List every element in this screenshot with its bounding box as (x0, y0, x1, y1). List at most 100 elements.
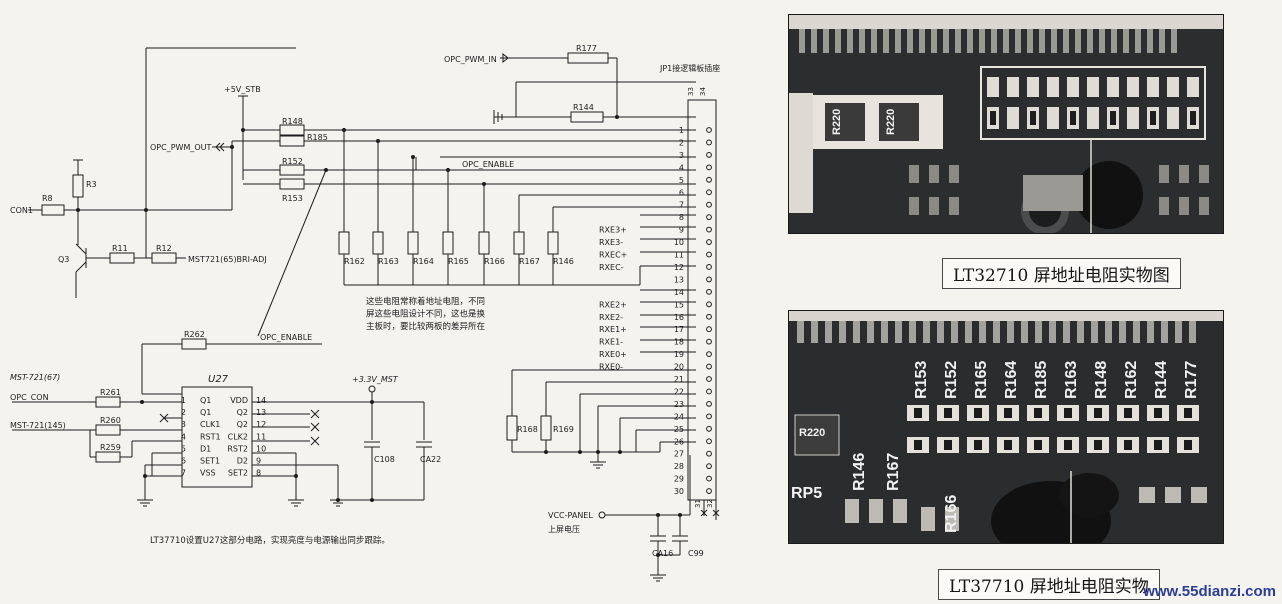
connector-pin-circle (706, 401, 712, 407)
label-mst145: MST-721(145) (10, 421, 66, 430)
address-resistor-note-line: 屏这些电阻设计不同，这也是换 (366, 309, 486, 320)
address-resistor-note: 这些电阻常称着地址电阻，不同屏这些电阻设计不同，这也是换主板时，要比较两板的差异… (366, 296, 486, 332)
label-opc-enable-bottom: OPC_ENABLE (260, 333, 312, 342)
resistor-r12: R12 (156, 244, 172, 253)
connector-pin-number: 30 (674, 487, 684, 496)
resistor-r262: R262 (184, 330, 205, 339)
u27-right-pin-name: VDD (230, 396, 248, 405)
resistor-r185: R185 (307, 133, 328, 142)
address-resistor-note-line: 这些电阻常称着地址电阻，不同 (366, 296, 485, 307)
connector-top-pin-number: 33 (687, 87, 695, 96)
connector-pin-circle (706, 189, 712, 196)
connector-bottom-pin-number: 31 (694, 499, 702, 508)
connector-pin-circle (706, 201, 712, 208)
u27-left-pin-name: VSS (200, 469, 216, 478)
junction-dots (76, 115, 682, 557)
photo-bottom-label-r153: R153 (913, 360, 930, 399)
connector-pin-number: 1 (679, 126, 684, 135)
u27-left-pin-number: 4 (181, 432, 186, 441)
u27-right-pin-number: 11 (256, 432, 266, 441)
connector-pin-circle (706, 413, 712, 420)
lvds-signal-labels: RXE3+RXE3-RXEC+RXEC-RXE2+RXE2-RXE1+RXE1-… (599, 226, 627, 372)
connector-pin-circle (706, 164, 712, 171)
connector-pin-number: 27 (674, 450, 684, 459)
resistor-r166: R166 (484, 257, 505, 266)
lvds-signal-label: RXE2+ (599, 300, 627, 309)
photo-lt32710: R220 R220 (788, 14, 1224, 234)
photo-lt37710: R153 R152 R165 R164 R185 R163 R148 R162 … (788, 310, 1224, 544)
u27-left-pin-number: 2 (181, 408, 186, 417)
lvds-signal-label: RXE1- (599, 338, 623, 347)
photo-top-label-2: R220 (885, 108, 897, 135)
label-opc-pwm-out: OPC_PWM_OUT (150, 143, 211, 152)
resistor-r148: R148 (282, 117, 303, 126)
lvds-signal-label: RXE3- (599, 238, 623, 247)
u27-right-pin-number: 10 (256, 444, 266, 453)
connector-pin-number: 28 (674, 462, 684, 471)
label-jp1: JP1接逻辑板插座 (659, 63, 720, 73)
resistor-r3: R3 (86, 180, 97, 189)
connector-pin-circle (706, 463, 712, 470)
u27-left-pin-number: 3 (181, 420, 186, 429)
resistor-r144: R144 (573, 103, 594, 112)
connector-pin-circle (706, 251, 712, 258)
connector-pin-number: 10 (674, 238, 684, 247)
u27-right-pin-number: 13 (256, 408, 266, 417)
u27-right-pin-name: SET2 (228, 469, 248, 478)
photo-top-label-1: R220 (831, 108, 843, 135)
resistor-r8: R8 (42, 194, 53, 203)
u27-right-pin-name: CLK2 (228, 432, 248, 441)
connector-pin-number: 20 (674, 363, 684, 372)
resistor-r153: R153 (282, 194, 303, 203)
capacitor-ca16: CA16 (652, 549, 673, 558)
connector-pin-number: 29 (674, 475, 684, 484)
photo-top-caption: LT32710 屏地址电阻实物图 (942, 258, 1181, 289)
connector-pin-circle (706, 388, 712, 395)
connector-pin-circle (706, 214, 712, 221)
connector-pin-circle (706, 176, 712, 183)
lvds-signal-label: RXE2- (599, 313, 623, 322)
connector-bottom-pin-number: 32 (706, 499, 714, 508)
lvds-signal-label: RXEC- (599, 263, 624, 272)
connector-pin-number: 24 (674, 412, 684, 421)
connector-pin-circle (706, 276, 712, 283)
connector-pin-number: 4 (679, 163, 684, 172)
resistor-r259: R259 (100, 443, 121, 452)
connector-pin-number: 25 (674, 425, 684, 434)
connector-pin-circle (706, 301, 712, 308)
connector-pin-circle (706, 351, 712, 358)
transistor-q3: Q3 (58, 255, 69, 264)
u27-left-pin-name: Q1 (200, 396, 211, 405)
lvds-signal-label: RXE0+ (599, 350, 627, 359)
label-mst-bri: MST721(65)BRI-ADJ (188, 255, 267, 264)
connector-pin-number: 23 (674, 400, 684, 409)
u27-right-pin-name: Q2 (237, 408, 248, 417)
connector-pin-number: 18 (674, 338, 684, 347)
connector-pin-number: 2 (679, 138, 684, 147)
connector-pin-circle (706, 127, 712, 133)
u27-right-pin-number: 9 (256, 457, 261, 466)
lvds-signal-label: RXE1+ (599, 325, 627, 334)
label-opc-pwm-in: OPC_PWM_IN (444, 55, 497, 64)
connector-pin-number: 9 (679, 226, 684, 235)
photo-bottom-caption: LT37710 屏地址电阻实物 (938, 569, 1160, 600)
photo-bottom-label-r146: R146 (851, 452, 868, 491)
label-mst67: MST-721(67) (10, 373, 60, 382)
connector-pin-circle (706, 438, 712, 445)
label-opc-enable-top: OPC_ENABLE (462, 160, 514, 169)
u27-left-pin-number: 6 (181, 457, 186, 466)
photo-lt32710-pcb (789, 15, 1223, 233)
connector-pin-circle (706, 313, 712, 320)
u27-right-pin-name: Q2 (237, 420, 248, 429)
photo-bottom-label-r167: R167 (885, 452, 902, 491)
connector-pin-circle (706, 226, 712, 233)
connector-pin-number: 6 (679, 188, 684, 197)
resistor-r11: R11 (112, 244, 128, 253)
u27-left-pin-number: 5 (181, 444, 186, 453)
photo-bottom-label-r162: R162 (1123, 360, 1140, 399)
capacitor-c108: C108 (374, 455, 395, 464)
resistor-r167: R167 (519, 257, 540, 266)
connector-pin-number: 19 (674, 350, 684, 359)
connector-pin-number: 7 (679, 201, 684, 210)
